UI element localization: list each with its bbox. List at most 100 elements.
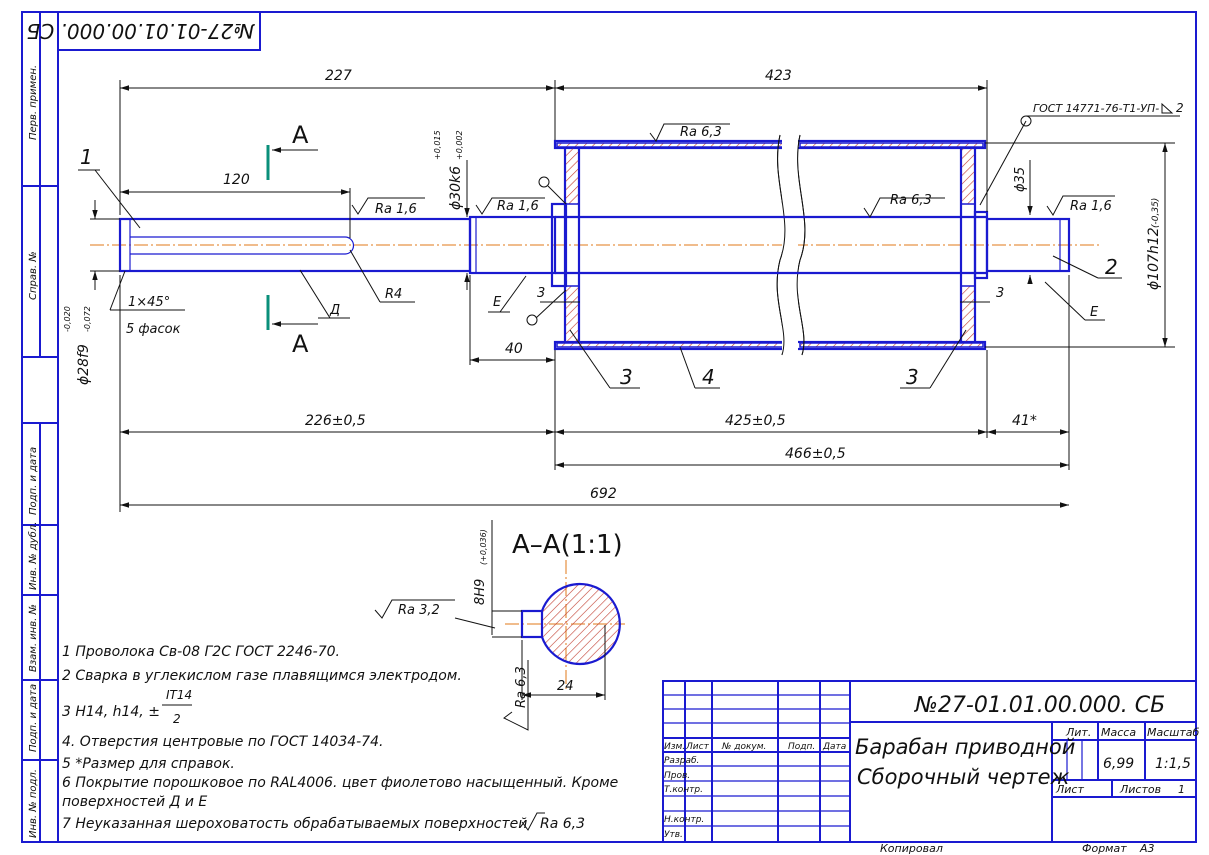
dim-466: 466±0,5: [785, 446, 846, 462]
section-aa: А–А(1:1) 8H9 (+0,036) 24 Ra 3,2 Ra 6,3: [374, 520, 625, 731]
dim-r4: R4: [385, 287, 402, 302]
title-block: Изм. Лист № докум. Подп. Дата Разраб. Пр…: [662, 680, 1199, 843]
left-stamp: Перв. примен. Справ. № Подп. и дата Инв.…: [22, 12, 58, 842]
ra-shaft-left: Ra 1,6: [375, 202, 417, 217]
tb-sheet-hdr: Лист: [1055, 783, 1084, 796]
dim-41: 41*: [1012, 413, 1037, 429]
dim-d107-tol: (-0,35): [1151, 198, 1161, 228]
section-a-bottom: А: [292, 330, 309, 358]
tb-row-utv: Утв.: [664, 830, 683, 840]
rotated-number-box: №27-01.01.00.000. СБ: [27, 11, 261, 51]
callout-3-right: 3: [906, 365, 919, 389]
note-5: 5 *Размер для справок.: [62, 756, 235, 772]
tb-row-tkontr: Т.контр.: [664, 785, 703, 795]
ra-shaft-mid: Ra 6,3: [890, 193, 932, 208]
technical-notes: 1 Проволока Св-08 Г2С ГОСТ 2246-70. 2 Св…: [62, 644, 618, 832]
dim-d30-tol-up: +0,015: [433, 130, 442, 160]
dim-d107: ϕ107h12: [1146, 227, 1162, 290]
note-3: 3 H14, h14, ±: [62, 704, 160, 720]
dim-d30: ϕ30k6: [448, 166, 464, 210]
tb-mass-hdr: Масса: [1101, 726, 1136, 739]
section-title: А–А(1:1): [512, 530, 623, 560]
leader-labels: Д Е Е 1 2 3 4 3: [78, 145, 1122, 389]
ra-keyway: Ra 3,2: [398, 603, 440, 618]
callout-3-left: 3: [620, 365, 633, 389]
tb-col-podp: Подп.: [788, 742, 815, 752]
weld-callout: ГОСТ 14771-76-Т1-УП- 2: [526, 101, 1184, 326]
outer-frame: [21, 11, 1197, 843]
dim-3-right: 3: [996, 286, 1004, 301]
callout-4: 4: [702, 365, 715, 389]
tb-col-izm: Изм.: [664, 742, 685, 752]
dim-227: 227: [325, 68, 352, 84]
drum-shell: [553, 130, 987, 360]
dim-40: 40: [505, 341, 523, 357]
tb-designation: №27-01.01.00.000. СБ: [914, 693, 1165, 718]
footer-kopiroval: Копировал: [880, 842, 943, 855]
stamp-inv-podl: Инв. № подл.: [28, 769, 39, 838]
callout-1: 1: [80, 145, 93, 169]
tb-row-prov: Пров.: [664, 771, 690, 781]
flange-left: [550, 147, 581, 343]
dim-24: 24: [557, 679, 574, 694]
tb-sheets: 1: [1178, 783, 1185, 796]
surface-d: Д: [329, 303, 340, 318]
flange-right: [959, 147, 989, 343]
gost-weld: ГОСТ 14771-76-Т1-УП-: [1033, 102, 1159, 115]
section-markers: А А: [266, 121, 318, 358]
tb-mass: 6,99: [1103, 756, 1134, 772]
dim-226: 226±0,5: [305, 413, 366, 429]
dim-chamfer: 1×45°: [128, 295, 170, 310]
note-6b: поверхностей Д и Е: [62, 794, 207, 810]
note-4: 4. Отверстия центровые по ГОСТ 14034-74.: [62, 734, 383, 750]
dim-120: 120: [223, 172, 250, 188]
callout-2: 2: [1105, 255, 1118, 279]
tb-col-data: Дата: [822, 742, 846, 752]
ra-journal-right: Ra 1,6: [1070, 199, 1112, 214]
stamp-inv-dubl: Инв. № дубл.: [27, 522, 39, 590]
dim-692: 692: [590, 486, 617, 502]
note-2: 2 Сварка в углекислом газе плавящимся эл…: [62, 668, 462, 684]
note-1: 1 Проволока Св-08 Г2С ГОСТ 2246-70.: [62, 644, 340, 660]
note-7-ra: Ra 6,3: [540, 816, 585, 832]
roughness-symbols: Ra 6,3 Ra 1,6 Ra 1,6 Ra 6,3 Ra 1,6: [351, 123, 1115, 218]
footer-format-value: А3: [1139, 842, 1155, 855]
stamp-vzam-inv: Взам. инв. №: [28, 604, 39, 672]
tb-row-nkontr: Н.контр.: [664, 815, 704, 825]
tb-name-2: Сборочный чертеж: [857, 765, 1069, 789]
weld-leg: 2: [1176, 101, 1184, 115]
tb-scale-hdr: Масштаб: [1147, 726, 1199, 739]
footer-format: Формат: [1082, 842, 1127, 855]
note-3-den: 2: [173, 712, 181, 726]
tb-lit: Лит.: [1065, 726, 1091, 739]
ra-journal-left: Ra 1,6: [497, 199, 539, 214]
dim-chamfer-count: 5 фасок: [126, 322, 181, 337]
tb-name-1: Барабан приводной: [855, 735, 1075, 759]
tb-col-list: Лист: [685, 742, 710, 752]
dim-423: 423: [765, 68, 792, 84]
dim-d28: ϕ28f9: [76, 344, 92, 385]
tb-col-doc: № докум.: [721, 742, 766, 752]
dimensions: 227 423 120 226±0,5 425±0,5 41* 466±0,5 …: [63, 68, 1175, 512]
dim-d30-tol-lo: +0,002: [455, 130, 464, 160]
dim-425: 425±0,5: [725, 413, 786, 429]
dim-8h9-tol: (+0,036): [479, 529, 488, 565]
dim-3-left: 3: [537, 286, 545, 301]
surface-e1: Е: [493, 295, 502, 310]
note-3-num: IT14: [166, 688, 192, 702]
ra-drum-top: Ra 6,3: [680, 125, 722, 140]
tb-scale: 1:1,5: [1155, 756, 1191, 772]
ra-section: Ra 6,3: [514, 666, 529, 708]
note-6: 6 Покрытие порошковое по RAL4006. цвет ф…: [62, 775, 618, 791]
dim-d35: ϕ35: [1013, 167, 1028, 192]
dim-8h9: 8H9: [473, 579, 488, 605]
note-7: 7 Неуказанная шероховатость обрабатываем…: [62, 816, 527, 832]
section-a-top: А: [292, 121, 309, 149]
dim-d28-tol-up: -0,020: [63, 306, 72, 332]
rotated-drawing-number: №27-01.01.00.000. СБ: [27, 19, 255, 43]
stamp-perv-primen: Перв. примен.: [28, 65, 39, 140]
tb-row-razrab: Разраб.: [664, 756, 699, 766]
dim-d28-tol-lo: -0,072: [83, 306, 92, 332]
shaft-left: [118, 215, 557, 275]
